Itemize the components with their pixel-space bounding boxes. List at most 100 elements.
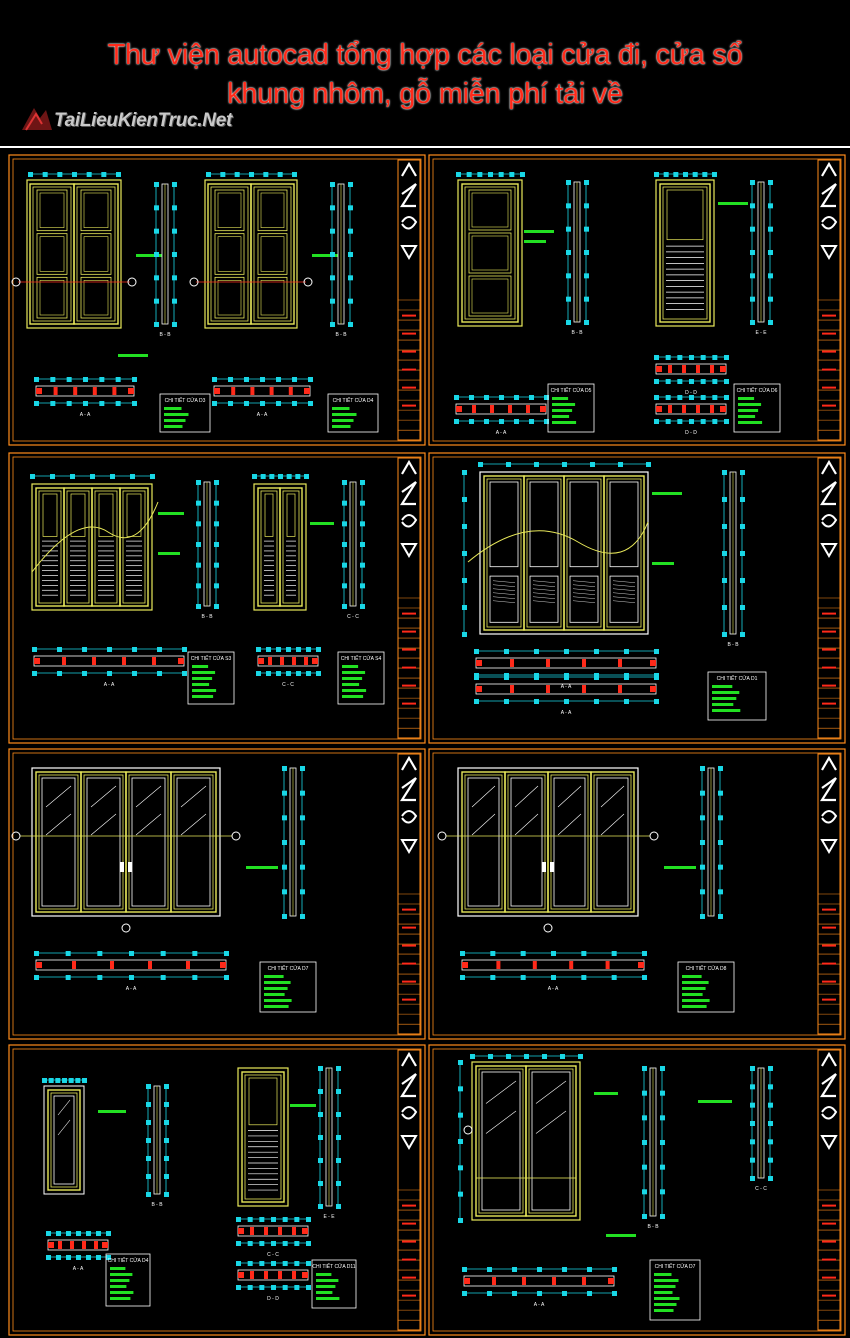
dimension-tick [336, 1089, 341, 1094]
dimension-tick [562, 462, 567, 467]
dimension-tick [566, 250, 571, 255]
section-mullion [696, 405, 700, 413]
dimension-tick [300, 889, 305, 895]
door-panel [489, 481, 519, 568]
dimension-tick [65, 951, 71, 956]
dimension-tick [581, 951, 587, 956]
dimension-tick [276, 647, 281, 652]
section-end [238, 1228, 244, 1234]
glass-pane [86, 777, 121, 907]
cad-line [45, 785, 72, 808]
dimension-tick [740, 551, 745, 556]
dimension-tick [224, 951, 229, 956]
cad-line [180, 785, 207, 808]
dimension-tick [214, 500, 219, 506]
dimension-tick [564, 675, 569, 680]
door-panel [80, 233, 112, 275]
spec-note-line [110, 1297, 131, 1300]
dimension-tick [56, 1231, 61, 1236]
dimension-tick [336, 1135, 341, 1140]
spec-note-line [110, 1291, 134, 1294]
section-label: A - A [534, 1302, 545, 1308]
dimension-tick [247, 1241, 253, 1246]
note-leader [594, 1092, 618, 1095]
dimension-tick [654, 395, 659, 400]
dimension-tick [129, 975, 134, 980]
title-block-text [822, 350, 836, 353]
door-leaf [593, 774, 632, 910]
title-block-text [822, 314, 836, 317]
spec-note-line [110, 1273, 133, 1276]
dimension-tick [677, 355, 683, 360]
spec-note-line [738, 409, 759, 412]
dimension-tick [660, 1189, 665, 1195]
dimension-tick [594, 675, 599, 680]
section-mullion [292, 1271, 296, 1279]
dimension-tick [154, 252, 159, 257]
dimension-tick [236, 1241, 241, 1246]
dimension-tick [498, 172, 504, 177]
section-label: A - A [496, 430, 507, 436]
dimension-tick [474, 699, 479, 704]
dimension-tick [700, 419, 706, 424]
cad-line [612, 600, 636, 603]
dimension-tick [454, 419, 459, 424]
dimension-tick [462, 524, 467, 529]
dimension-tick [750, 273, 755, 279]
title-block-text [402, 332, 416, 335]
dimension-tick [276, 377, 281, 382]
cad-line [532, 588, 556, 591]
title-block-text [402, 1204, 416, 1207]
section-mullion [546, 685, 550, 693]
sheet-background [8, 748, 426, 1040]
dimension-tick [718, 790, 723, 796]
section-end [476, 660, 482, 666]
dimension-tick [164, 1102, 169, 1107]
section-end [650, 660, 656, 666]
dimension-tick [316, 647, 321, 652]
cad-line [492, 600, 516, 603]
dimension-tick [660, 1140, 665, 1145]
dimension-tick [48, 1078, 54, 1083]
title-block-logo [399, 755, 418, 854]
door-panel [70, 493, 86, 537]
title-block-text [402, 630, 416, 633]
spec-note-box [707, 671, 767, 721]
door-panel [39, 236, 65, 272]
section-mullion [472, 405, 476, 413]
dimension-tick [692, 172, 698, 177]
dimension-tick [132, 401, 137, 406]
door-panel [126, 493, 142, 537]
dimension-tick [506, 462, 511, 467]
door-frame [655, 179, 715, 327]
dimension-tick [214, 604, 219, 609]
title-block-logo [819, 459, 838, 558]
spec-note-line [342, 695, 364, 698]
dimension-tick [46, 1231, 51, 1236]
door-panel [471, 278, 509, 314]
cad-line [57, 1099, 71, 1116]
door-leaf [173, 774, 214, 910]
dimension-tick [700, 815, 705, 821]
dimension-tick [164, 1084, 169, 1089]
title-block-text [822, 684, 836, 687]
spec-note-box [259, 961, 317, 1013]
section-mullion [546, 659, 550, 667]
title-block-text [402, 612, 416, 615]
spec-note-line [264, 975, 284, 978]
dimension-tick [132, 377, 137, 382]
dimension-tick [342, 604, 347, 609]
dimension-tick [718, 864, 723, 870]
dimension-tick [72, 172, 77, 177]
cad-line [135, 785, 162, 808]
dimension-tick [566, 226, 571, 232]
dimension-tick [488, 1054, 493, 1059]
cad-line [557, 785, 582, 808]
dimension-tick [172, 275, 177, 281]
note-leader [718, 202, 748, 205]
door-panel [217, 192, 242, 228]
dimension-tick [157, 671, 162, 676]
dimension-tick [750, 226, 755, 232]
section-end [238, 1272, 244, 1278]
